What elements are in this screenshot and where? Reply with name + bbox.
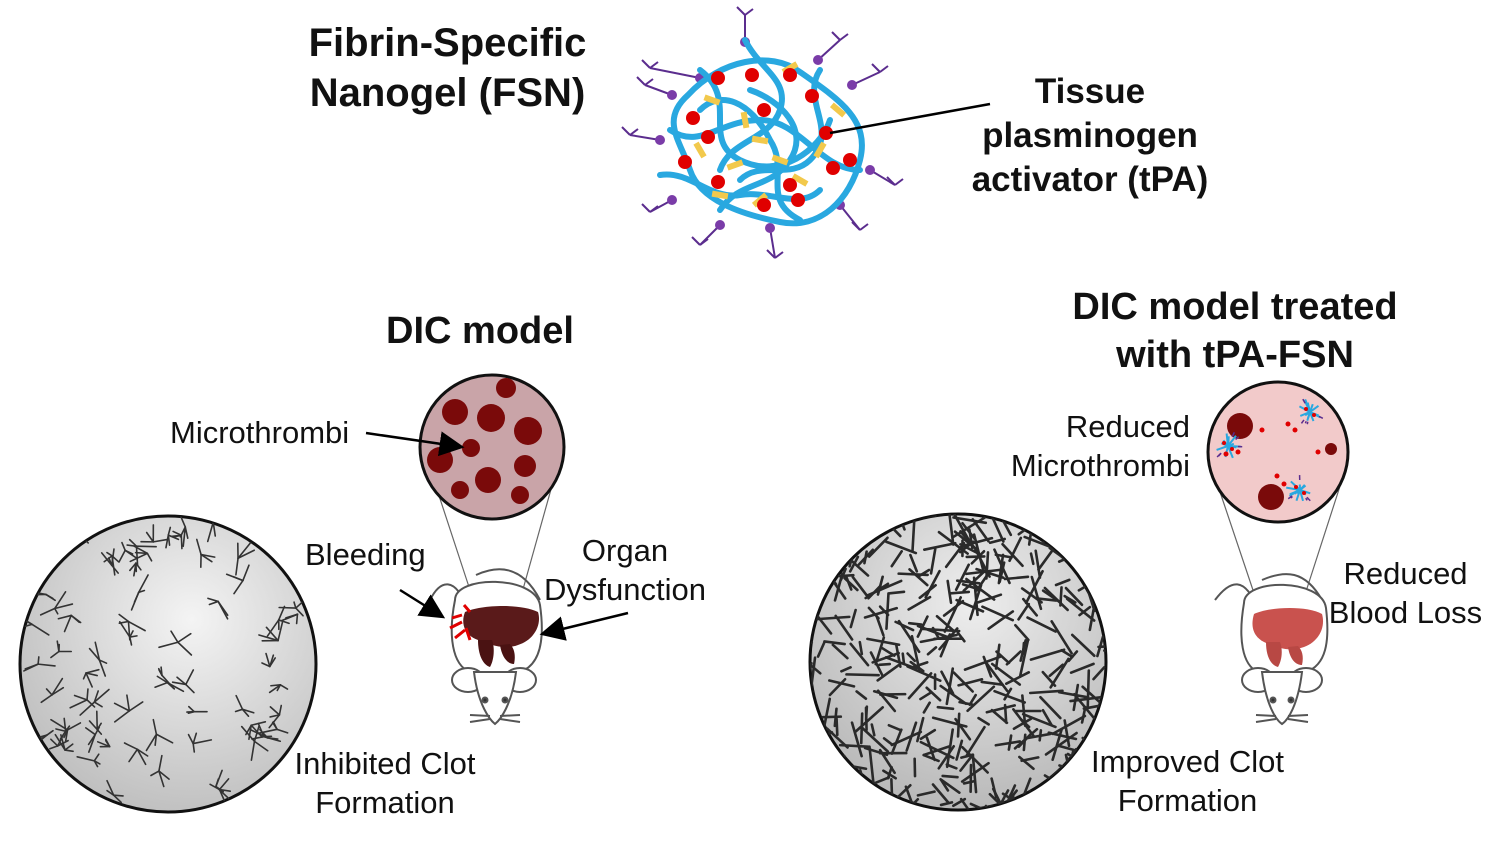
bleeding-arrow bbox=[399, 588, 446, 619]
nanogel-illustration bbox=[621, 6, 904, 259]
reduced-blood-loss-label: Reduced Blood Loss bbox=[1318, 555, 1493, 633]
improved-clot-image bbox=[808, 512, 1108, 812]
nanogel-tpa-dots bbox=[678, 68, 857, 212]
reduced-blood-line2: Blood Loss bbox=[1328, 594, 1483, 630]
tpa-label-line1: Tissue bbox=[1034, 72, 1146, 111]
microthrombi-label: Microthrombi bbox=[170, 415, 350, 450]
organ-arrow bbox=[539, 611, 629, 641]
microthrombi-dots bbox=[427, 378, 542, 504]
liver-dic bbox=[449, 604, 540, 667]
organ-line2: Dysfunction bbox=[544, 571, 706, 607]
dic-treated-title-line2: with tPA-FSN bbox=[1116, 333, 1354, 376]
fsn-title-line1: Fibrin-Specific bbox=[308, 21, 587, 65]
liver-treated bbox=[1252, 607, 1324, 667]
improved-clot-label: Improved Clot Formation bbox=[1075, 743, 1300, 821]
mini-nanogels bbox=[1216, 398, 1324, 502]
treated-magnified-view bbox=[1206, 380, 1350, 611]
reduced-microthrombi-dots bbox=[1227, 413, 1337, 510]
released-tpa-dots bbox=[1223, 421, 1321, 487]
tpa-label: Tissue plasminogen activator (tPA) bbox=[940, 70, 1240, 201]
reduced-micro-line2: Microthrombi bbox=[1010, 447, 1190, 483]
organ-dysfunction-label: Organ Dysfunction bbox=[520, 532, 730, 610]
inhibited-line1: Inhibited Clot bbox=[294, 746, 476, 781]
fsn-title: Fibrin-Specific Nanogel (FSN) bbox=[255, 18, 640, 118]
mouse-dic bbox=[429, 568, 543, 726]
organ-line1: Organ bbox=[581, 533, 669, 568]
improved-line1: Improved Clot bbox=[1091, 744, 1284, 779]
reduced-microthrombi-label: Reduced Microthrombi bbox=[970, 408, 1190, 486]
fsn-title-line2: Nanogel (FSN) bbox=[309, 71, 586, 115]
inhibited-clot-label: Inhibited Clot Formation bbox=[280, 745, 490, 823]
reduced-blood-line1: Reduced bbox=[1343, 556, 1468, 591]
nanogel-polymer-network bbox=[657, 37, 865, 227]
dic-model-title: DIC model bbox=[386, 310, 574, 352]
dic-magnified-view bbox=[418, 373, 566, 601]
tpa-label-line2: plasminogen bbox=[982, 115, 1198, 155]
nanogel-ligands bbox=[621, 6, 904, 259]
dic-treated-title-line1: DIC model treated bbox=[1072, 286, 1398, 328]
inhibited-line2: Formation bbox=[315, 784, 455, 820]
bleeding-label: Bleeding bbox=[305, 537, 426, 572]
tpa-pointer-line bbox=[829, 102, 991, 135]
reduced-micro-line1: Reduced bbox=[1065, 409, 1190, 444]
microthrombi-arrow bbox=[365, 431, 465, 457]
dic-treated-title: DIC model treated with tPA-FSN bbox=[1020, 284, 1450, 379]
tpa-label-line3: activator (tPA) bbox=[971, 159, 1209, 199]
improved-line2: Formation bbox=[1117, 782, 1258, 818]
inhibited-clot-image bbox=[18, 514, 318, 814]
